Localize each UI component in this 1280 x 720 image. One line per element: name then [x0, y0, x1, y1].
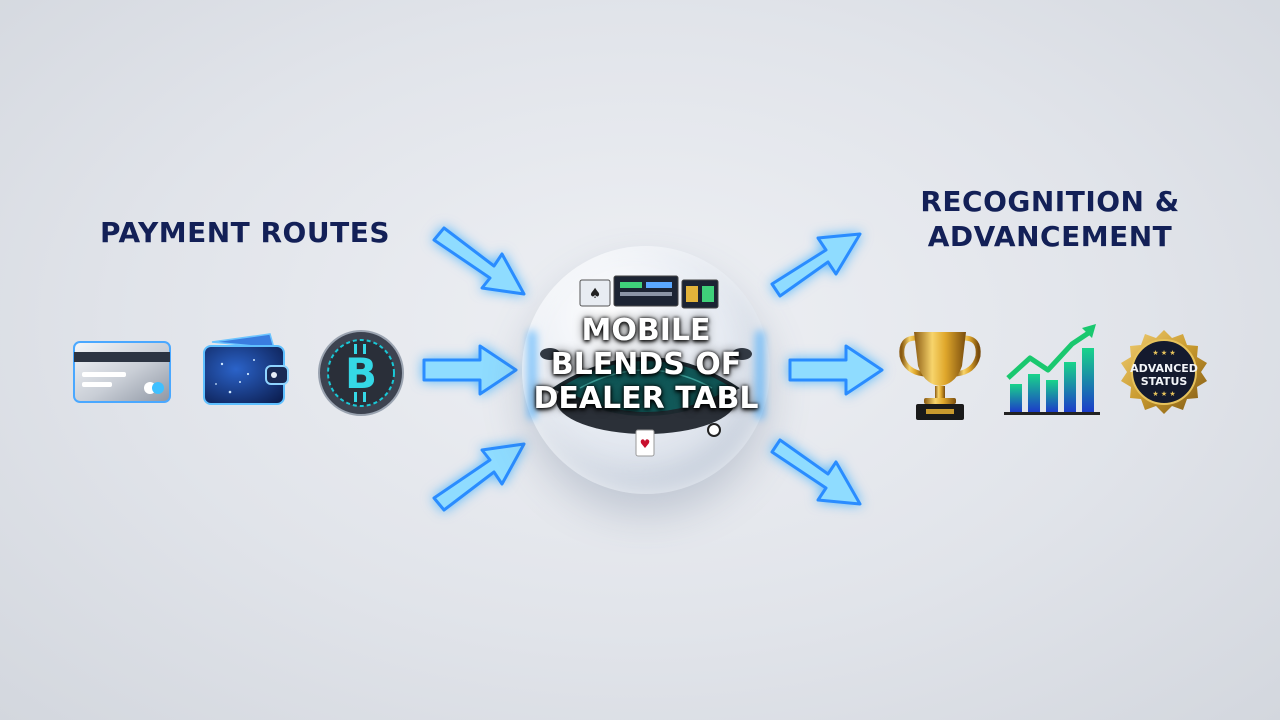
svg-text:♠: ♠ — [589, 286, 602, 302]
svg-text:B: B — [345, 349, 377, 398]
bitcoin-icon: B — [318, 330, 404, 416]
center-label: MOBILE BLENDS OF DEALER TABL — [533, 313, 759, 416]
incoming-arrow-middle — [422, 344, 518, 396]
outgoing-arrow-middle — [788, 344, 884, 396]
svg-text:★ ★ ★: ★ ★ ★ — [1152, 390, 1175, 398]
svg-text:★ ★ ★: ★ ★ ★ — [1152, 349, 1175, 357]
sphere-glow-right — [755, 330, 765, 420]
growth-chart-icon — [1004, 324, 1100, 415]
wallet-icon — [203, 333, 289, 405]
dealer-table-icon: ♠ ♥ — [540, 275, 752, 457]
badge-label: ADVANCED STATUS — [1130, 362, 1198, 388]
payment-routes-heading: PAYMENT ROUTES — [100, 216, 390, 249]
credit-card-icon — [73, 341, 171, 403]
status-badge-icon: ★ ★ ★ ★ ★ ★ — [1121, 330, 1207, 414]
outgoing-arrow-bottom — [770, 438, 862, 506]
incoming-arrow-top — [432, 226, 526, 296]
recognition-heading: RECOGNITION & ADVANCEMENT — [920, 185, 1180, 253]
trophy-icon — [899, 332, 981, 420]
incoming-arrow-bottom — [432, 442, 526, 512]
outgoing-arrow-top — [770, 232, 862, 298]
sphere-glow-left — [527, 330, 537, 420]
svg-text:♥: ♥ — [640, 437, 651, 451]
